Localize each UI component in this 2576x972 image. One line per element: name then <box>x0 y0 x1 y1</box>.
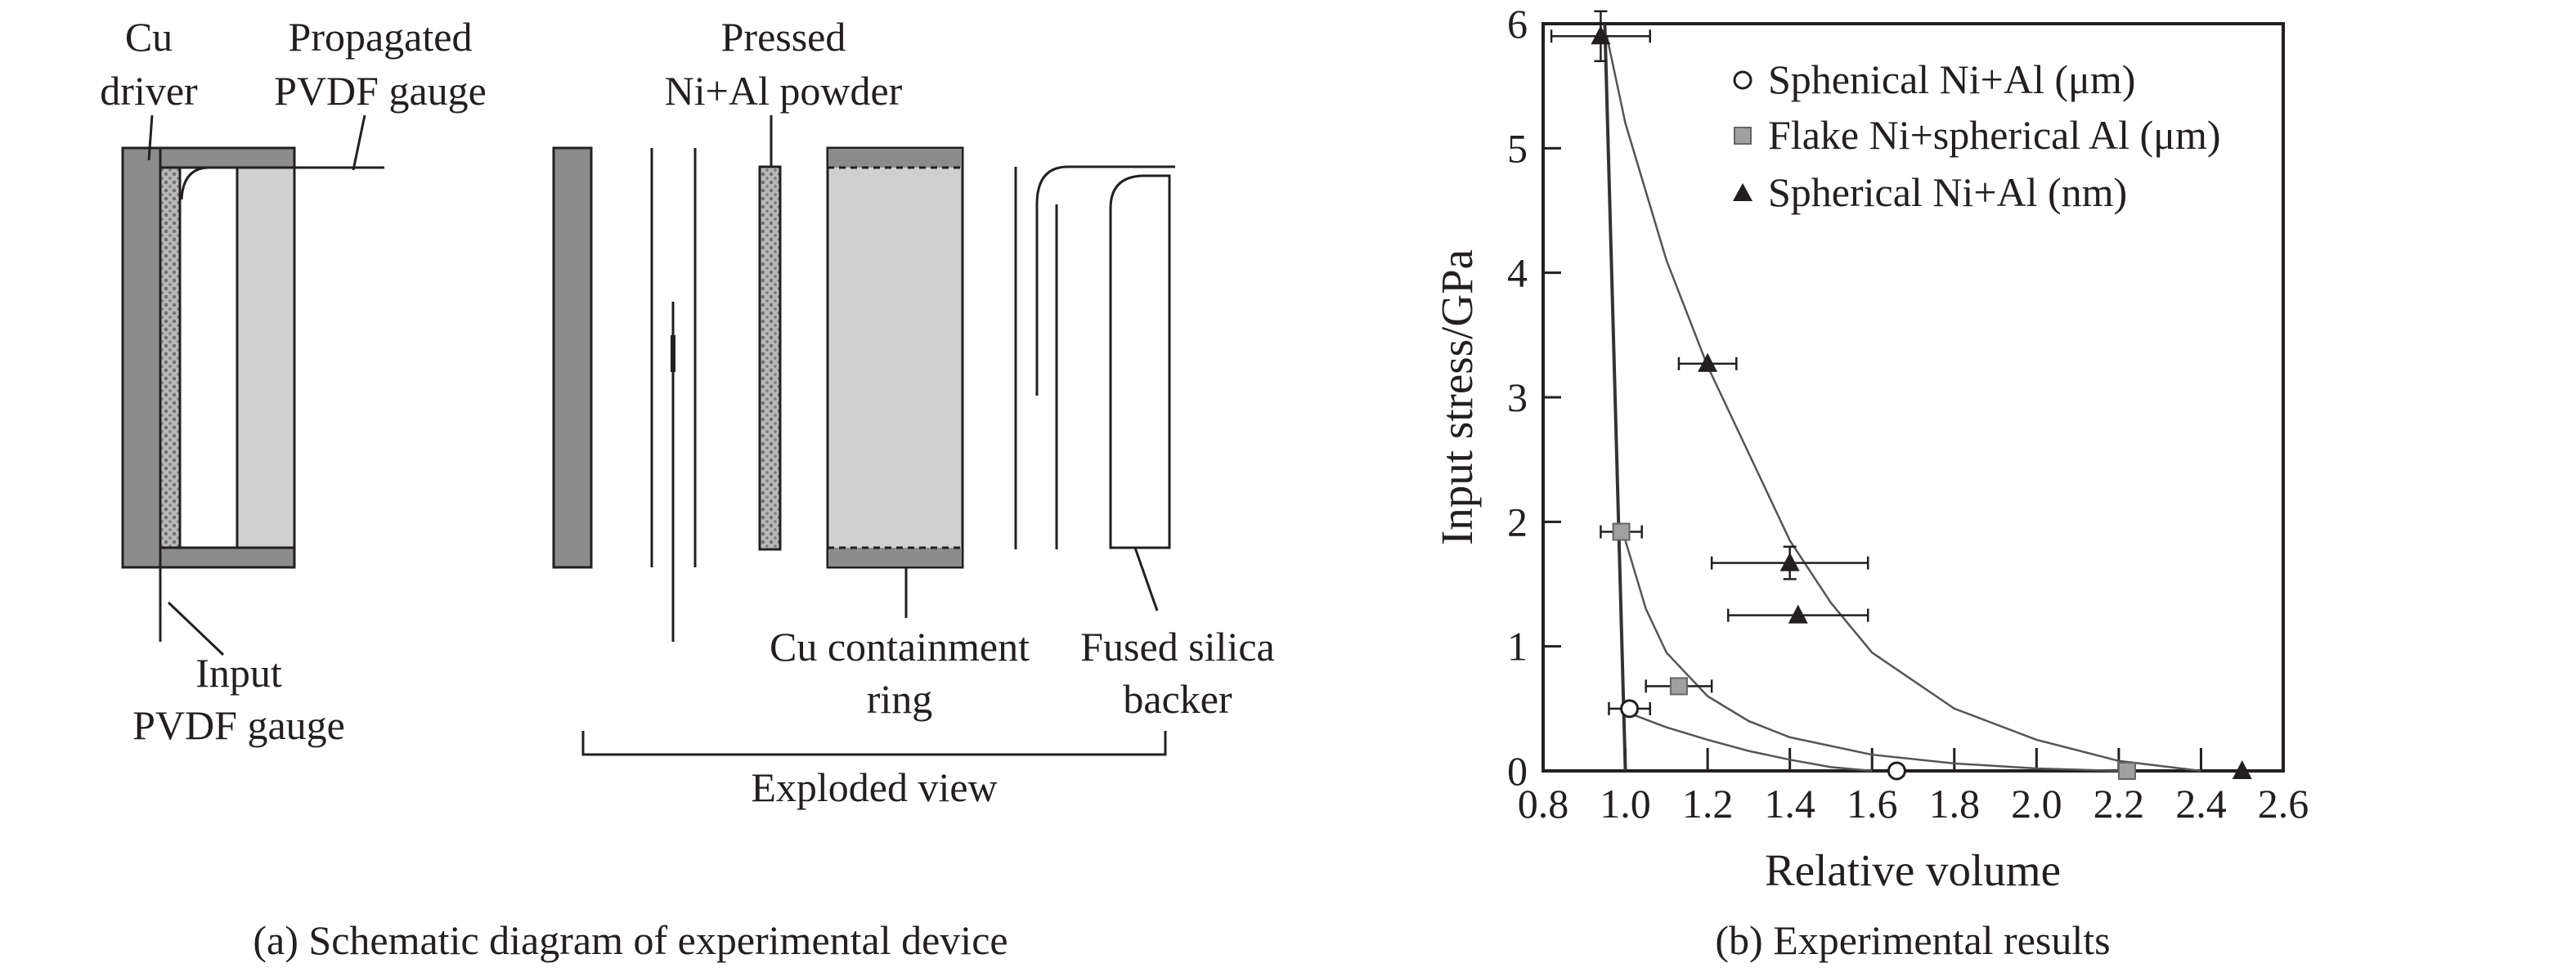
x-tick-label: 1.4 <box>1764 781 1815 826</box>
label-propagated-gauge: PVDF gauge <box>274 68 487 114</box>
label-pressed-powder: Pressed <box>721 14 846 60</box>
label-propagated-gauge: Propagated <box>289 14 473 60</box>
y-tick-label: 2 <box>1507 499 1528 544</box>
label-silica-backer: backer <box>1123 676 1232 722</box>
leader-line <box>1133 547 1159 611</box>
data-point-square <box>1669 677 1688 696</box>
y-tick-label: 5 <box>1507 125 1528 171</box>
ring-top <box>159 146 296 169</box>
label-pressed-powder: Ni+Al powder <box>665 68 903 114</box>
caption-a: (a) Schematic diagram of experimental de… <box>253 917 1008 963</box>
leader-line <box>147 114 154 161</box>
leader-line <box>167 601 225 656</box>
x-tick-label: 2.4 <box>2175 781 2227 826</box>
legend-triangle-marker <box>1733 183 1752 201</box>
exploded-view <box>552 115 1175 756</box>
containment-ring <box>826 146 964 569</box>
data-point-square <box>1612 522 1631 541</box>
assembled-device <box>121 114 384 656</box>
legend-square-marker <box>1734 127 1752 145</box>
propagated-gauge <box>180 166 384 200</box>
x-tick-label: 0.8 <box>1518 781 1569 826</box>
ring-bottom <box>828 548 962 567</box>
fit-curve-square <box>1624 540 2119 773</box>
x-tick-label: 1.6 <box>1847 781 1898 826</box>
x-axis-label: Relative volume <box>1765 845 2061 895</box>
caption-b: (b) Experimental results <box>1715 917 2110 963</box>
fit-curve-triangle <box>1605 35 2201 773</box>
data-point-triangle <box>1788 604 1808 624</box>
x-tick-label: 2.6 <box>2258 781 2309 826</box>
data-point-triangle <box>1591 25 1611 45</box>
x-tick-label: 1.8 <box>1929 781 1981 826</box>
leader-line <box>352 114 366 171</box>
label-cu-driver: Cu <box>125 14 173 60</box>
label-containment-ring: Cu containment <box>770 624 1030 670</box>
backer-white <box>178 166 239 549</box>
ring-top <box>828 149 962 168</box>
y-tick-label: 4 <box>1507 250 1528 296</box>
x-tick-label: 1.2 <box>1682 781 1734 826</box>
cu-driver <box>552 146 593 569</box>
y-tick-label: 6 <box>1507 1 1528 47</box>
x-tick-label: 1.0 <box>1600 781 1651 826</box>
backer-gray <box>236 166 296 549</box>
cu-driver <box>121 146 162 569</box>
propagated-gauge <box>1035 165 1175 396</box>
y-tick-label: 1 <box>1507 624 1528 670</box>
legend-label: Spherical Ni+Al (nm) <box>1768 169 2127 215</box>
powder-layer <box>159 166 182 549</box>
data-point-triangle <box>1779 552 1800 571</box>
label-exploded-view: Exploded view <box>751 764 997 810</box>
label-input-gauge: Input <box>195 650 282 696</box>
fit-curve-circle <box>1633 714 1873 773</box>
x-tick-label: 2.2 <box>2094 781 2145 826</box>
x-tick-label: 2.0 <box>2011 781 2062 826</box>
data-point-circle <box>1620 699 1640 719</box>
label-containment-ring: ring <box>867 676 933 722</box>
label-input-gauge: PVDF gauge <box>132 702 345 748</box>
y-tick-label: 3 <box>1507 374 1528 420</box>
data-point-triangle <box>2232 760 2252 779</box>
label-cu-driver: driver <box>100 68 198 114</box>
silica-backer <box>1109 174 1171 549</box>
data-point-triangle <box>1698 352 1718 372</box>
steep-fit-line <box>1603 23 1627 772</box>
bracket <box>581 731 1167 756</box>
powder-sample <box>758 165 782 551</box>
chart: 0.8 1.0 1.2 1.4 1.6 1.8 2.0 2.2 2.4 2.6 0 1 2 3 4 5 6 Re… <box>1432 1 2309 963</box>
legend: Sphenical Ni+Al (μm) Flake Ni+spherical … <box>1733 56 2221 215</box>
legend-circle-marker <box>1733 70 1752 90</box>
y-axis-label: Input stress/GPa <box>1432 249 1482 545</box>
data-point-square <box>2117 762 2136 780</box>
legend-label: Flake Ni+spherical Al (μm) <box>1768 112 2221 158</box>
label-silica-backer: Fused silica <box>1080 624 1274 670</box>
data-point-circle <box>1887 761 1906 781</box>
ring-bottom <box>159 546 296 569</box>
legend-label: Sphenical Ni+Al (μm) <box>1768 56 2135 102</box>
y-tick-label: 0 <box>1507 748 1528 794</box>
